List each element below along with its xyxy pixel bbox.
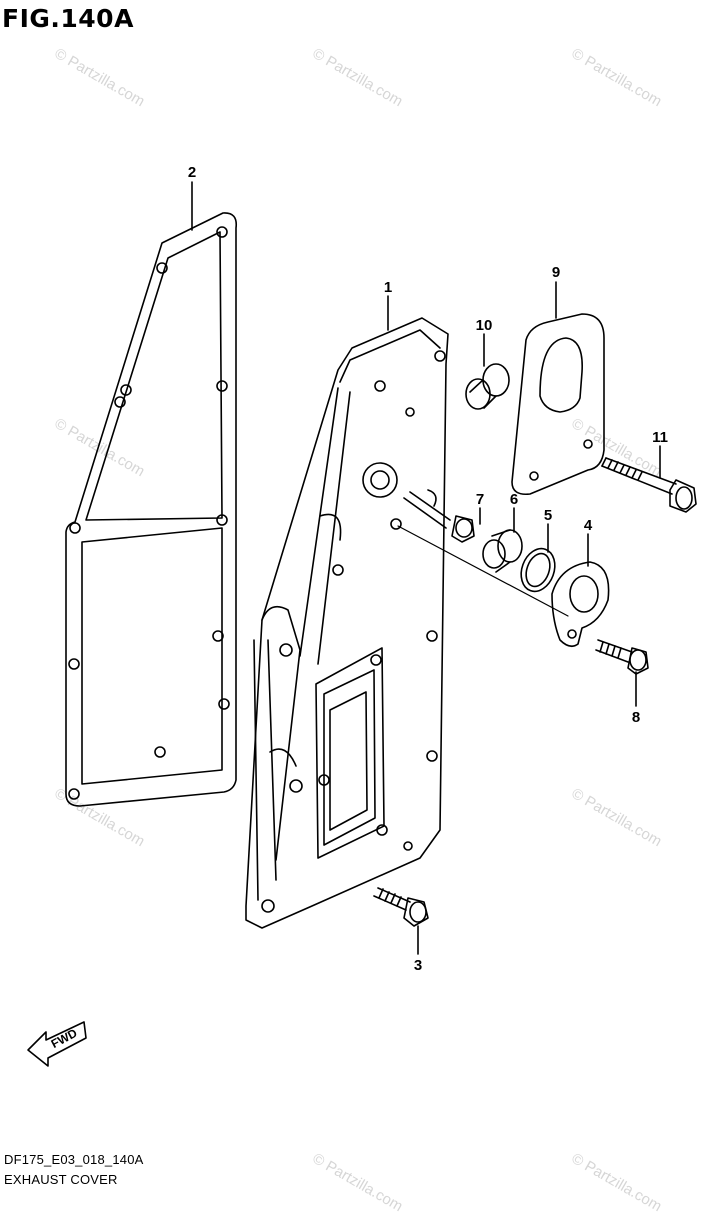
- callout-7: 7: [476, 491, 484, 508]
- gasket-part-2: [65, 212, 238, 807]
- callout-3: 3: [414, 957, 422, 974]
- callout-2: 2: [188, 164, 196, 181]
- bolt-part-11: [601, 457, 697, 513]
- callout-1: 1: [384, 279, 392, 296]
- callout-5: 5: [544, 507, 552, 524]
- o-ring-part-5: [520, 547, 556, 593]
- fwd-arrow-icon: [27, 1021, 87, 1067]
- collar-part-6: [482, 529, 523, 573]
- exhaust-cover-part-1: [245, 317, 449, 929]
- bolt-part-7: [403, 491, 475, 543]
- figure-code: DF175_E03_018_140A: [4, 1152, 144, 1167]
- callout-4: 4: [584, 517, 593, 534]
- flange-part-4: [551, 561, 610, 648]
- plate-part-9: [511, 313, 605, 496]
- figure-title: FIG.140A: [2, 4, 134, 33]
- collar-part-10: [465, 363, 510, 410]
- callout-10: 10: [476, 317, 493, 334]
- bolt-part-8: [595, 639, 649, 675]
- fwd-label: FWD: [49, 1026, 80, 1051]
- callout-9: 9: [552, 264, 560, 281]
- callout-11: 11: [652, 429, 668, 446]
- callout-8: 8: [632, 709, 640, 726]
- callout-6: 6: [510, 491, 518, 508]
- bolt-part-3: [373, 887, 429, 927]
- figure-name: EXHAUST COVER: [4, 1172, 118, 1187]
